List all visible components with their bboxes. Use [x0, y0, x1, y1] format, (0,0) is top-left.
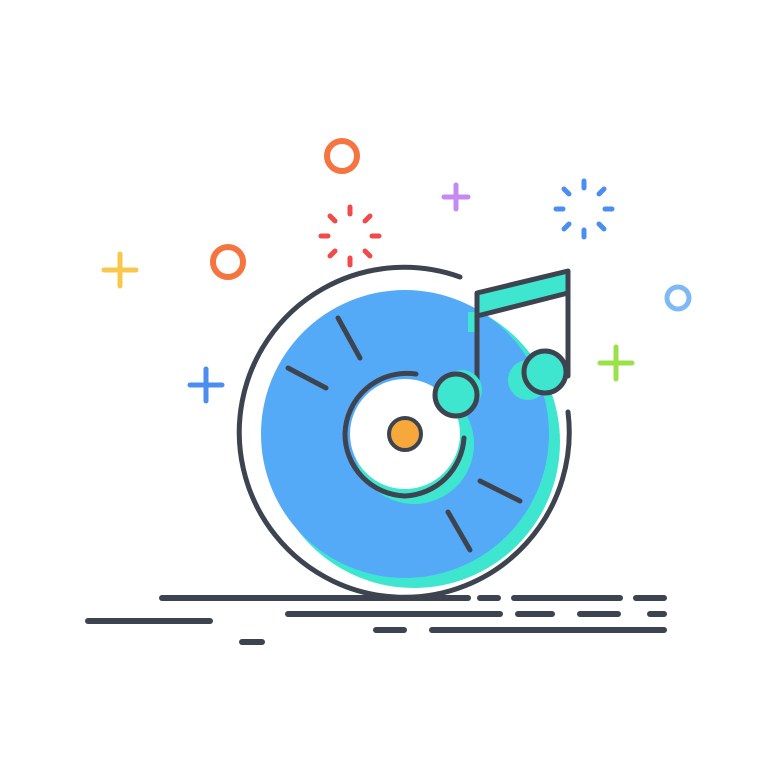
note-head-right [521, 348, 569, 396]
disc-outer-outline [236, 264, 572, 600]
decorations [101, 138, 692, 404]
disc-label-outline [342, 370, 467, 499]
orange-ring-icon [210, 244, 246, 280]
note-outline [474, 268, 571, 395]
note-stem-shadow [468, 312, 476, 332]
note-head-left [432, 371, 480, 419]
blue-sparkle-icon [553, 178, 615, 240]
disc-center-hole [387, 416, 423, 452]
purple-plus-icon [441, 182, 471, 212]
orange-ring-icon [324, 138, 360, 174]
yellow-plus-icon [101, 251, 139, 289]
ground-lines [85, 595, 667, 645]
disc-grooves [285, 315, 523, 553]
note-beam [477, 271, 568, 316]
light-blue-ring-icon [664, 284, 692, 312]
music-note-icon [432, 268, 571, 419]
red-sparkle-icon [318, 204, 382, 268]
green-plus-icon [597, 344, 635, 382]
music-disc [236, 264, 572, 600]
blue-plus-icon [187, 366, 225, 404]
